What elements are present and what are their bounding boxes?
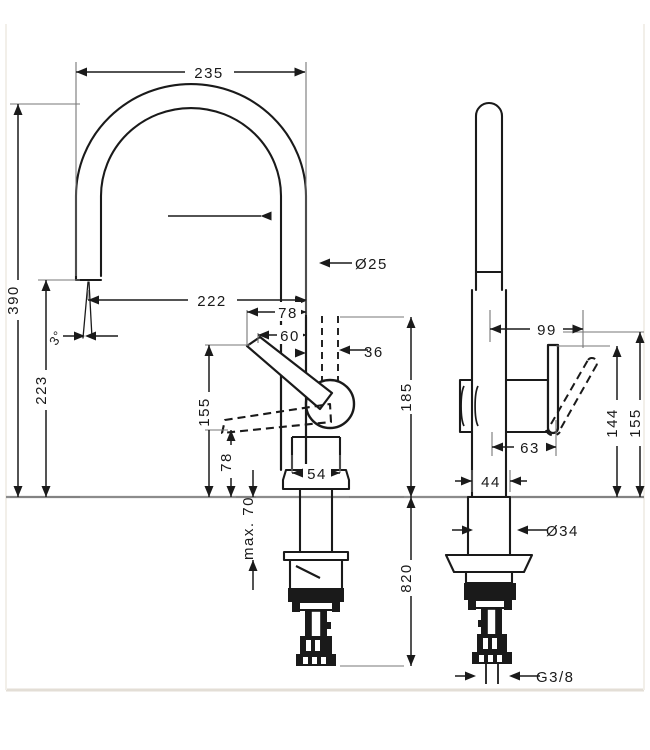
dim-label-820: 820 (398, 563, 415, 593)
front-elevation-view (74, 83, 308, 472)
dim-label-78-lower: 78 (218, 452, 235, 472)
dim-label-223: 223 (33, 375, 50, 405)
dim-d25 (319, 258, 352, 268)
dim-155-front (204, 345, 214, 497)
side-fixing-bracket (464, 583, 516, 684)
dim-3deg (63, 331, 118, 341)
side-body-block (458, 378, 550, 497)
dim-label-d34: Ø34 (546, 523, 579, 540)
dim-label-235: 235 (194, 65, 224, 82)
dim-label-99: 99 (537, 322, 557, 339)
dim-54 (292, 468, 340, 478)
dim-label-185: 185 (398, 382, 415, 412)
dim-99 (490, 324, 584, 334)
dim-78-lower (226, 430, 236, 497)
dim-235 (76, 67, 306, 221)
dim-36 (339, 345, 368, 355)
dim-label-155-front: 155 (196, 397, 213, 427)
dim-label-222: 222 (197, 293, 227, 310)
dim-144 (612, 346, 622, 497)
front-handle-assembly (220, 335, 356, 435)
dim-label-63: 63 (520, 440, 540, 457)
dim-label-3deg: 3° (46, 328, 66, 348)
side-elevation-view (470, 101, 508, 382)
dim-label-44: 44 (481, 474, 501, 491)
dim-44 (455, 476, 527, 486)
dimension-labels: 235 222 78 60 36 Ø25 3° 390 223 155 78 m… (5, 62, 644, 686)
dim-g38 (455, 671, 540, 681)
dim-label-g38: G3/8 (536, 669, 575, 686)
side-base-and-shank (444, 495, 534, 585)
dim-label-d25: Ø25 (355, 256, 388, 273)
front-fixing-bracket (288, 588, 344, 666)
dim-d34 (452, 525, 548, 535)
dim-155-side (635, 332, 645, 497)
dim-label-60: 60 (280, 328, 300, 345)
dim-label-390: 390 (5, 285, 22, 315)
side-handle-assembly (545, 343, 598, 437)
dim-label-78-upper: 78 (278, 305, 298, 322)
dim-223 (41, 280, 51, 497)
dim-185 (406, 317, 416, 497)
dim-390 (13, 104, 23, 497)
dim-222 (88, 295, 307, 305)
dim-label-36: 36 (364, 344, 384, 361)
dim-820 (406, 497, 416, 666)
dim-label-max70: max. 70 (240, 496, 257, 560)
dim-label-54: 54 (307, 466, 327, 483)
dim-max70 (248, 470, 258, 590)
dim-label-155-side: 155 (627, 408, 644, 438)
dim-label-144: 144 (604, 408, 621, 438)
extension-lines (10, 62, 644, 667)
